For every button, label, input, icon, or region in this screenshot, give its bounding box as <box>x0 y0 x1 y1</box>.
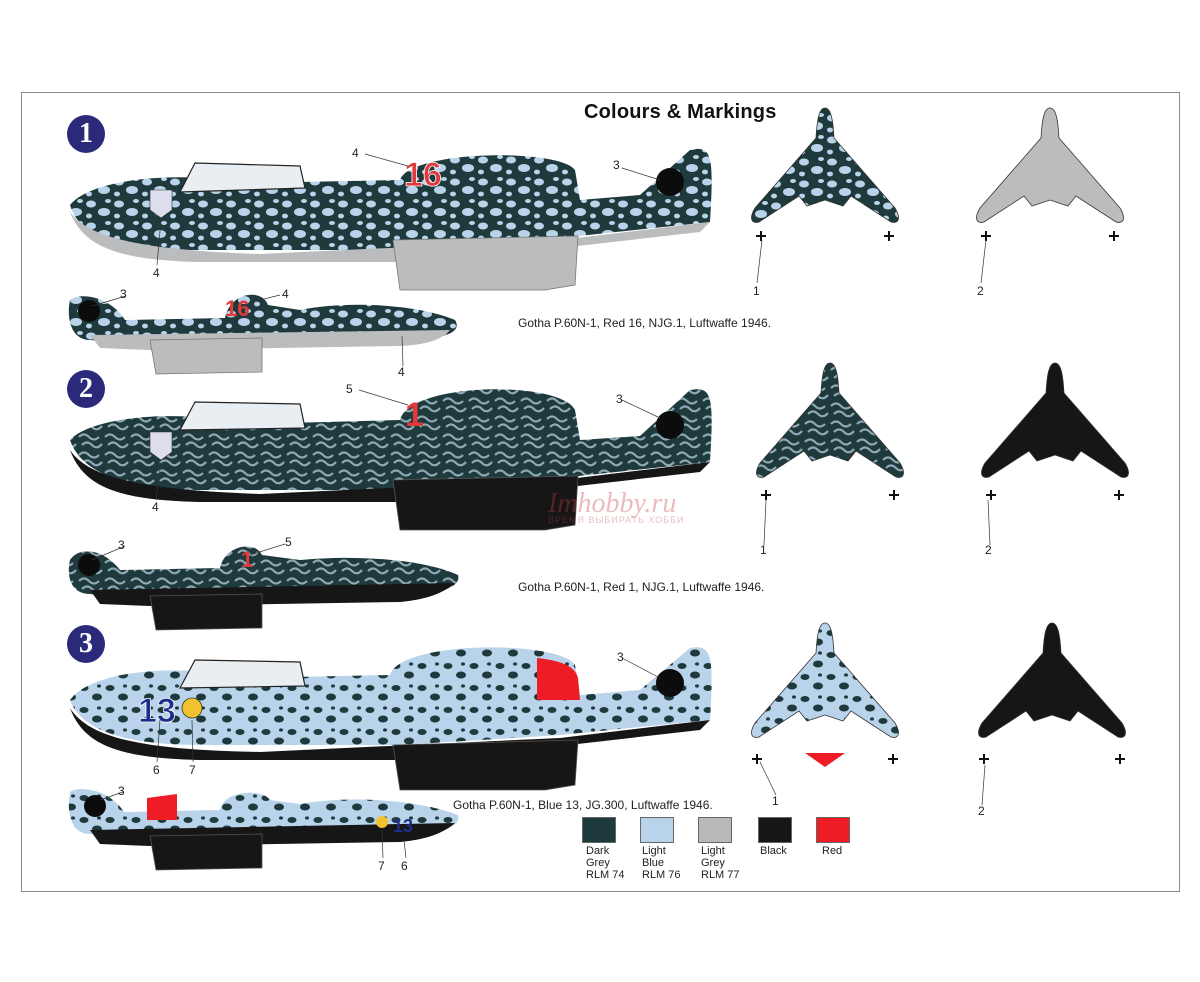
callout-number: 3 <box>118 538 125 552</box>
callout-number: 3 <box>616 392 623 406</box>
callout-number: 7 <box>189 763 196 777</box>
svg-text:1: 1 <box>241 547 253 572</box>
callout-number: 4 <box>153 266 160 280</box>
scheme-caption-1: Gotha P.60N-1, Red 16, NJG.1, Luftwaffe … <box>518 316 772 330</box>
callout-number: 3 <box>118 784 125 798</box>
callout-number: 2 <box>977 284 984 298</box>
scheme1-bottom-view <box>976 107 1124 243</box>
callout-number: 1 <box>772 794 779 808</box>
legend-swatch-red <box>816 817 850 843</box>
callout-number: 4 <box>152 500 159 514</box>
page-title: Colours & Markings <box>584 101 777 123</box>
callout-number: 2 <box>985 543 992 557</box>
watermark-tagline: ВРЕМЯ ВЫБИРАТЬ ХОББИ <box>548 515 685 525</box>
scheme3-side-small: 13 <box>68 789 459 871</box>
callout-number: 3 <box>617 650 624 664</box>
legend-label: Light Grey RLM 77 <box>701 845 740 881</box>
callout-number: 6 <box>153 763 160 777</box>
callout-number: 5 <box>285 535 292 549</box>
callout-number: 6 <box>401 859 408 873</box>
scheme2-side-small: 1 <box>68 546 459 631</box>
svg-text:1: 1 <box>405 396 424 434</box>
callout-number: 7 <box>378 859 385 873</box>
scheme1-side-small: 16 <box>68 294 457 375</box>
watermark: Imhobby.ru <box>548 488 677 519</box>
legend-label: Dark Grey RLM 74 <box>586 845 625 881</box>
callout-number: 3 <box>613 158 620 172</box>
callout-number: 1 <box>760 543 767 557</box>
scheme3-top-view <box>750 622 900 767</box>
scheme1-top-view <box>751 107 899 243</box>
svg-text:13: 13 <box>393 816 413 836</box>
legend-label: Black <box>760 845 787 857</box>
legend-swatch-light-grey <box>698 817 732 843</box>
scheme1-side-large: 16 <box>70 148 712 291</box>
callout-number: 5 <box>346 382 353 396</box>
scheme-number-1: 1 <box>67 115 105 153</box>
scheme-number-3: 3 <box>67 625 105 663</box>
svg-text:16: 16 <box>225 296 249 321</box>
svg-text:13: 13 <box>138 692 176 730</box>
callout-number: 3 <box>120 287 127 301</box>
legend-swatch-dark-grey <box>582 817 616 843</box>
legend-label: Light Blue RLM 76 <box>642 845 681 881</box>
scheme-caption-2: Gotha P.60N-1, Red 1, NJG.1, Luftwaffe 1… <box>518 580 765 594</box>
scheme-number-2: 2 <box>67 370 105 408</box>
leader-lines <box>91 153 991 859</box>
callout-number: 2 <box>978 804 985 818</box>
legend-swatch-black <box>758 817 792 843</box>
legend-label: Red <box>822 845 843 857</box>
svg-text:16: 16 <box>404 156 442 194</box>
callout-number: 4 <box>398 365 405 379</box>
scheme2-bottom-view <box>981 362 1129 502</box>
legend-swatch-light-blue <box>640 817 674 843</box>
scheme-caption-3: Gotha P.60N-1, Blue 13, JG.300, Luftwaff… <box>453 798 713 812</box>
callout-number: 1 <box>753 284 760 298</box>
scheme2-top-view <box>756 362 904 502</box>
scheme3-bottom-view <box>977 622 1127 766</box>
scheme2-side-large: 1 <box>70 389 712 531</box>
callout-number: 4 <box>352 146 359 160</box>
scheme3-side-large: 13 <box>70 647 712 791</box>
callout-number: 4 <box>282 287 289 301</box>
